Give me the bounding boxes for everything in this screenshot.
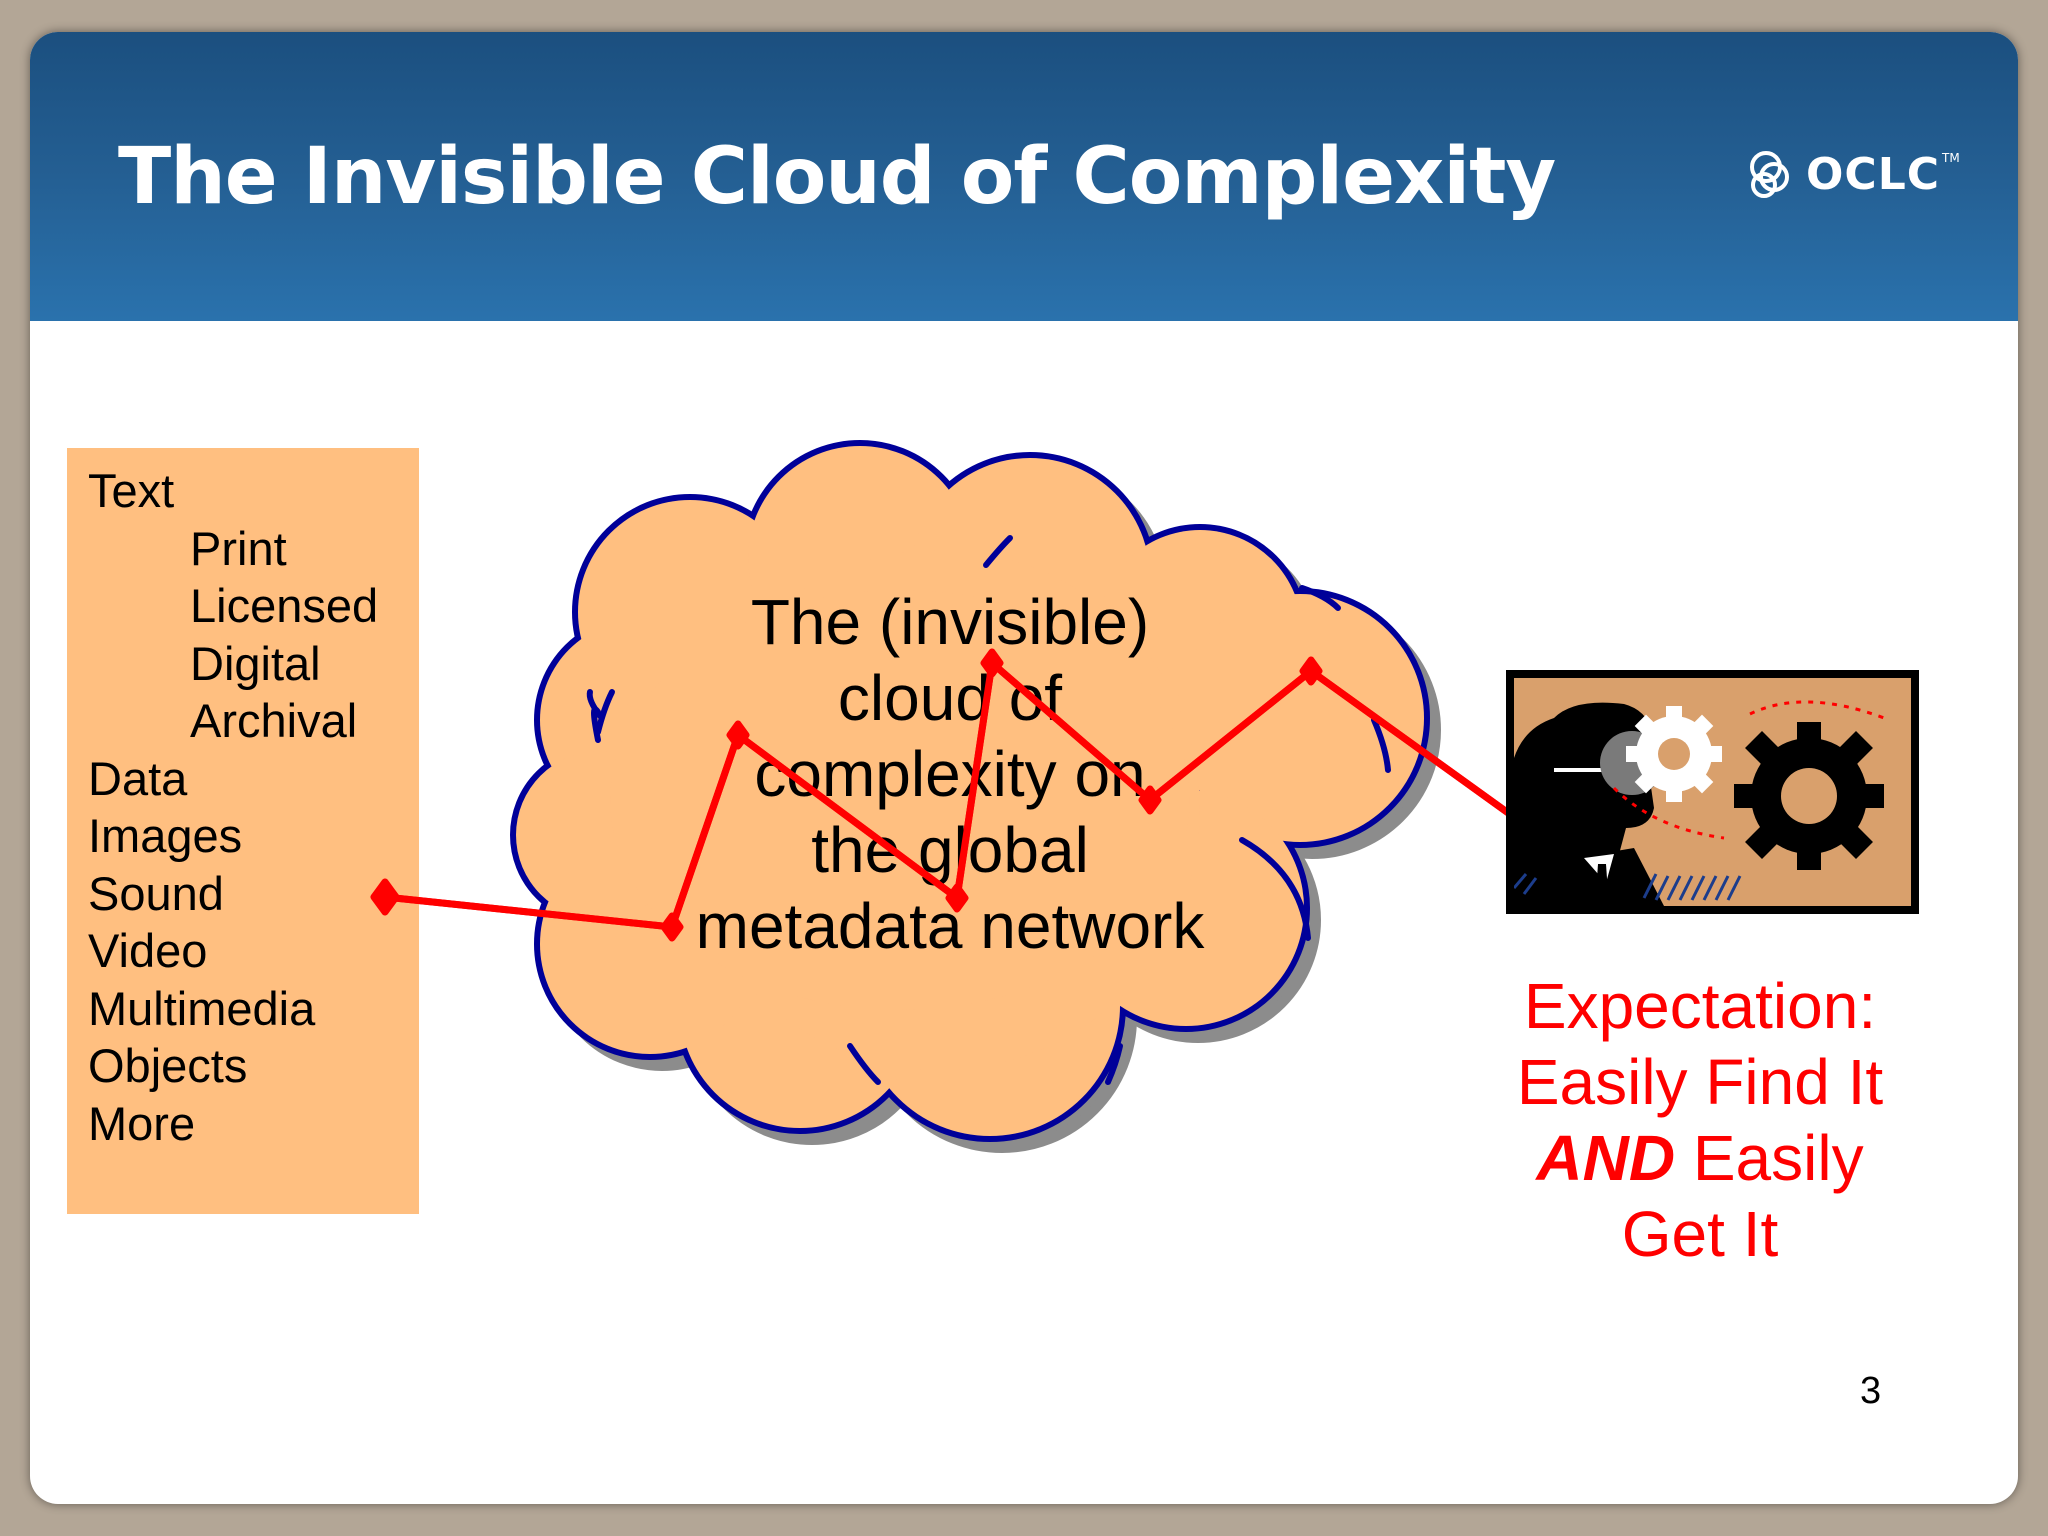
cloud-label: The (invisible) cloud of complexity on t… [620,584,1280,964]
expectation-line-3: AND Easily [1450,1120,1950,1196]
black-gear-hole [1781,768,1837,824]
cloud-label-line: complexity on [754,738,1146,810]
media-type-item: Video [88,924,208,977]
media-type-item: Archival [190,694,358,747]
page-number: 3 [1860,1370,1882,1412]
media-type-item: Sound [88,866,224,920]
slide-title: The Invisible Cloud of Complexity [118,132,1556,222]
oclc-logo: OCLC TM [1742,145,1960,203]
red-dotted-arc [1749,700,1885,720]
oclc-logo-icon [1750,151,1789,198]
expectation-easily: Easily [1675,1122,1864,1194]
media-type-item: More [88,1096,196,1150]
media-type-item: Print [190,521,287,575]
logo-trademark: TM [1942,151,1960,165]
white-gear-hole [1658,738,1690,770]
media-type-item: Text [88,464,175,517]
media-type-item: Objects [88,1039,248,1092]
cloud-label-line: the global [811,814,1089,886]
expectation-line: Get It [1621,1198,1779,1270]
media-type-item: Data [88,751,188,805]
tie [1596,864,1608,893]
gears-clipart-canvas [1514,678,1911,906]
media-type-item: Images [88,809,243,862]
red-dotted-arc [1612,786,1725,840]
gears-head-illustration [1514,700,1885,906]
gears-head-clipart [1506,670,1919,914]
suit [1514,848,1664,906]
media-type-item: Licensed [190,579,379,632]
media-type-item: Multimedia [88,981,316,1035]
black-gear-icon [1734,722,1884,870]
blue-stripes [1514,873,1742,901]
arrow-tail-diamond [370,878,400,916]
arrow-vertex-diamond [1299,656,1323,686]
media-type-item: Digital [190,636,321,690]
cloud-label-line: The (invisible) [750,586,1150,658]
media-types-box [67,448,419,1214]
expectation-text: Expectation: Easily Find It AND Easily G… [1450,968,1950,1272]
cloud-label-line: cloud of [837,662,1063,734]
expectation-line: Easily Find It [1516,1046,1884,1118]
logo-text: OCLC [1806,148,1941,200]
slide-header: The Invisible Cloud of Complexity OCLC T… [30,32,2018,321]
expectation-and: AND [1536,1122,1676,1194]
cloud-label-line: metadata network [695,890,1205,962]
expectation-line: Expectation: [1523,970,1877,1042]
